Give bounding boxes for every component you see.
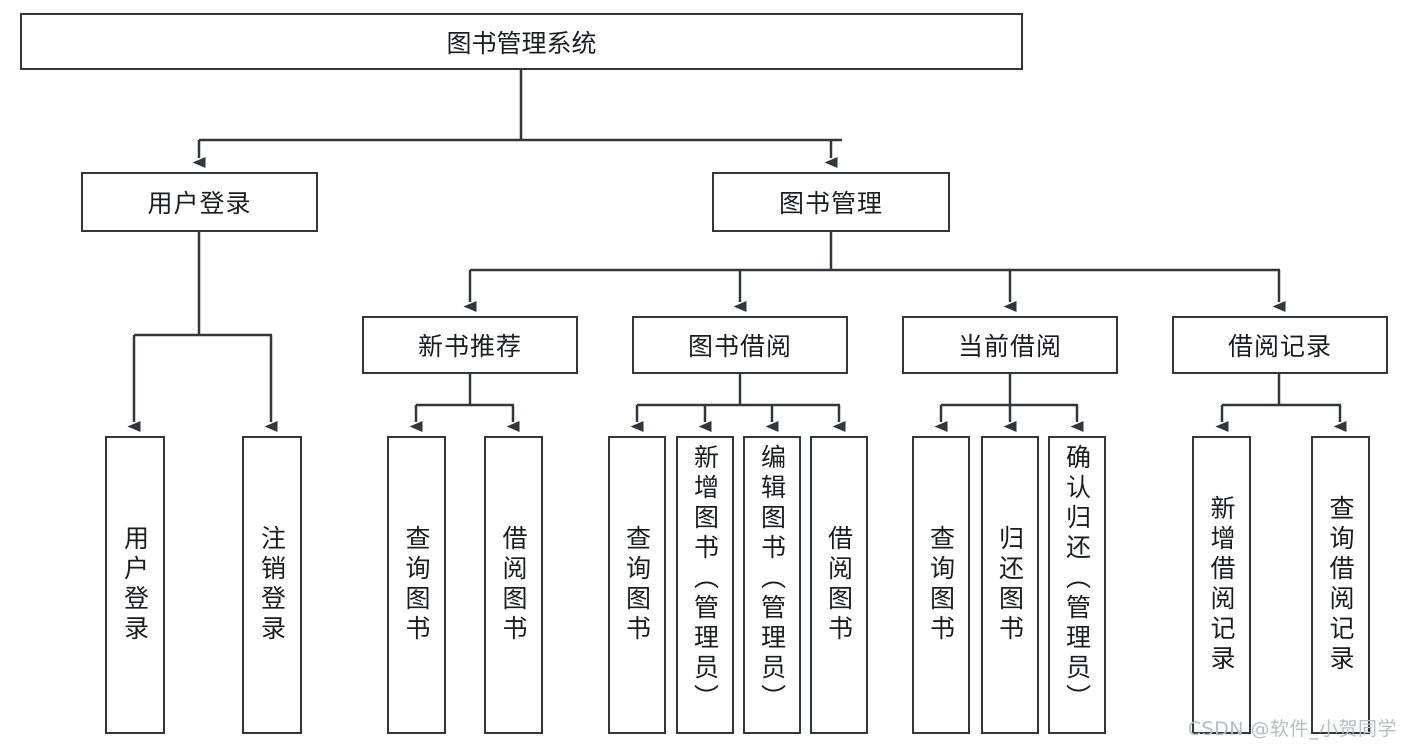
node-book-management[interactable]: 图书管理	[712, 172, 950, 232]
node-label: 编辑图书（管理员）	[757, 444, 787, 714]
node-label: 图书管理	[778, 189, 883, 218]
leaf-borrow-books-recommend[interactable]: 借阅图书	[484, 436, 543, 734]
node-label: 新增图书（管理员）	[690, 444, 720, 714]
node-current-borrowing[interactable]: 当前借阅	[902, 316, 1118, 374]
node-label: 确认归还（管理员）	[1062, 444, 1092, 714]
leaf-logout[interactable]: 注销登录	[242, 436, 302, 734]
leaf-query-books-current[interactable]: 查询图书	[912, 436, 970, 734]
leaf-user-login[interactable]: 用户登录	[105, 436, 165, 734]
leaf-query-borrow-record[interactable]: 查询借阅记录	[1311, 436, 1370, 734]
node-label: 归还图书	[995, 525, 1025, 645]
node-label: 借阅图书	[824, 525, 854, 645]
node-label: 查询借阅记录	[1326, 495, 1355, 675]
node-book-borrowing[interactable]: 图书借阅	[632, 316, 848, 374]
node-label: 借阅记录	[1227, 332, 1332, 361]
watermark: CSDN @软件_小贺同学	[1187, 718, 1397, 740]
node-label: 图书借阅	[687, 332, 792, 361]
leaf-edit-book-admin[interactable]: 编辑图书（管理员）	[743, 436, 801, 734]
node-label: 查询图书	[622, 525, 652, 645]
node-label: 用户登录	[147, 189, 252, 218]
node-label: 用户登录	[120, 525, 150, 645]
node-label: 当前借阅	[957, 332, 1062, 361]
node-root-book-management-system[interactable]: 图书管理系统	[20, 13, 1023, 70]
leaf-return-books[interactable]: 归还图书	[981, 436, 1039, 734]
leaf-query-books-borrow[interactable]: 查询图书	[608, 436, 666, 734]
node-label: 图书管理系统	[446, 28, 597, 58]
node-new-book-recommendation[interactable]: 新书推荐	[362, 316, 578, 374]
node-label: 查询图书	[402, 525, 431, 645]
node-borrowing-records[interactable]: 借阅记录	[1172, 316, 1388, 374]
node-label: 注销登录	[257, 525, 287, 645]
leaf-borrow-books[interactable]: 借阅图书	[810, 436, 868, 734]
node-label: 查询图书	[926, 525, 956, 645]
node-user-login[interactable]: 用户登录	[81, 172, 318, 232]
node-label: 新书推荐	[417, 332, 522, 361]
leaf-add-book-admin[interactable]: 新增图书（管理员）	[676, 436, 734, 734]
node-label: 借阅图书	[499, 525, 528, 645]
leaf-query-books-recommend[interactable]: 查询图书	[387, 436, 446, 734]
node-label: 新增借阅记录	[1207, 495, 1236, 675]
leaf-confirm-return-admin[interactable]: 确认归还（管理员）	[1048, 436, 1106, 734]
leaf-add-borrow-record[interactable]: 新增借阅记录	[1192, 436, 1251, 734]
